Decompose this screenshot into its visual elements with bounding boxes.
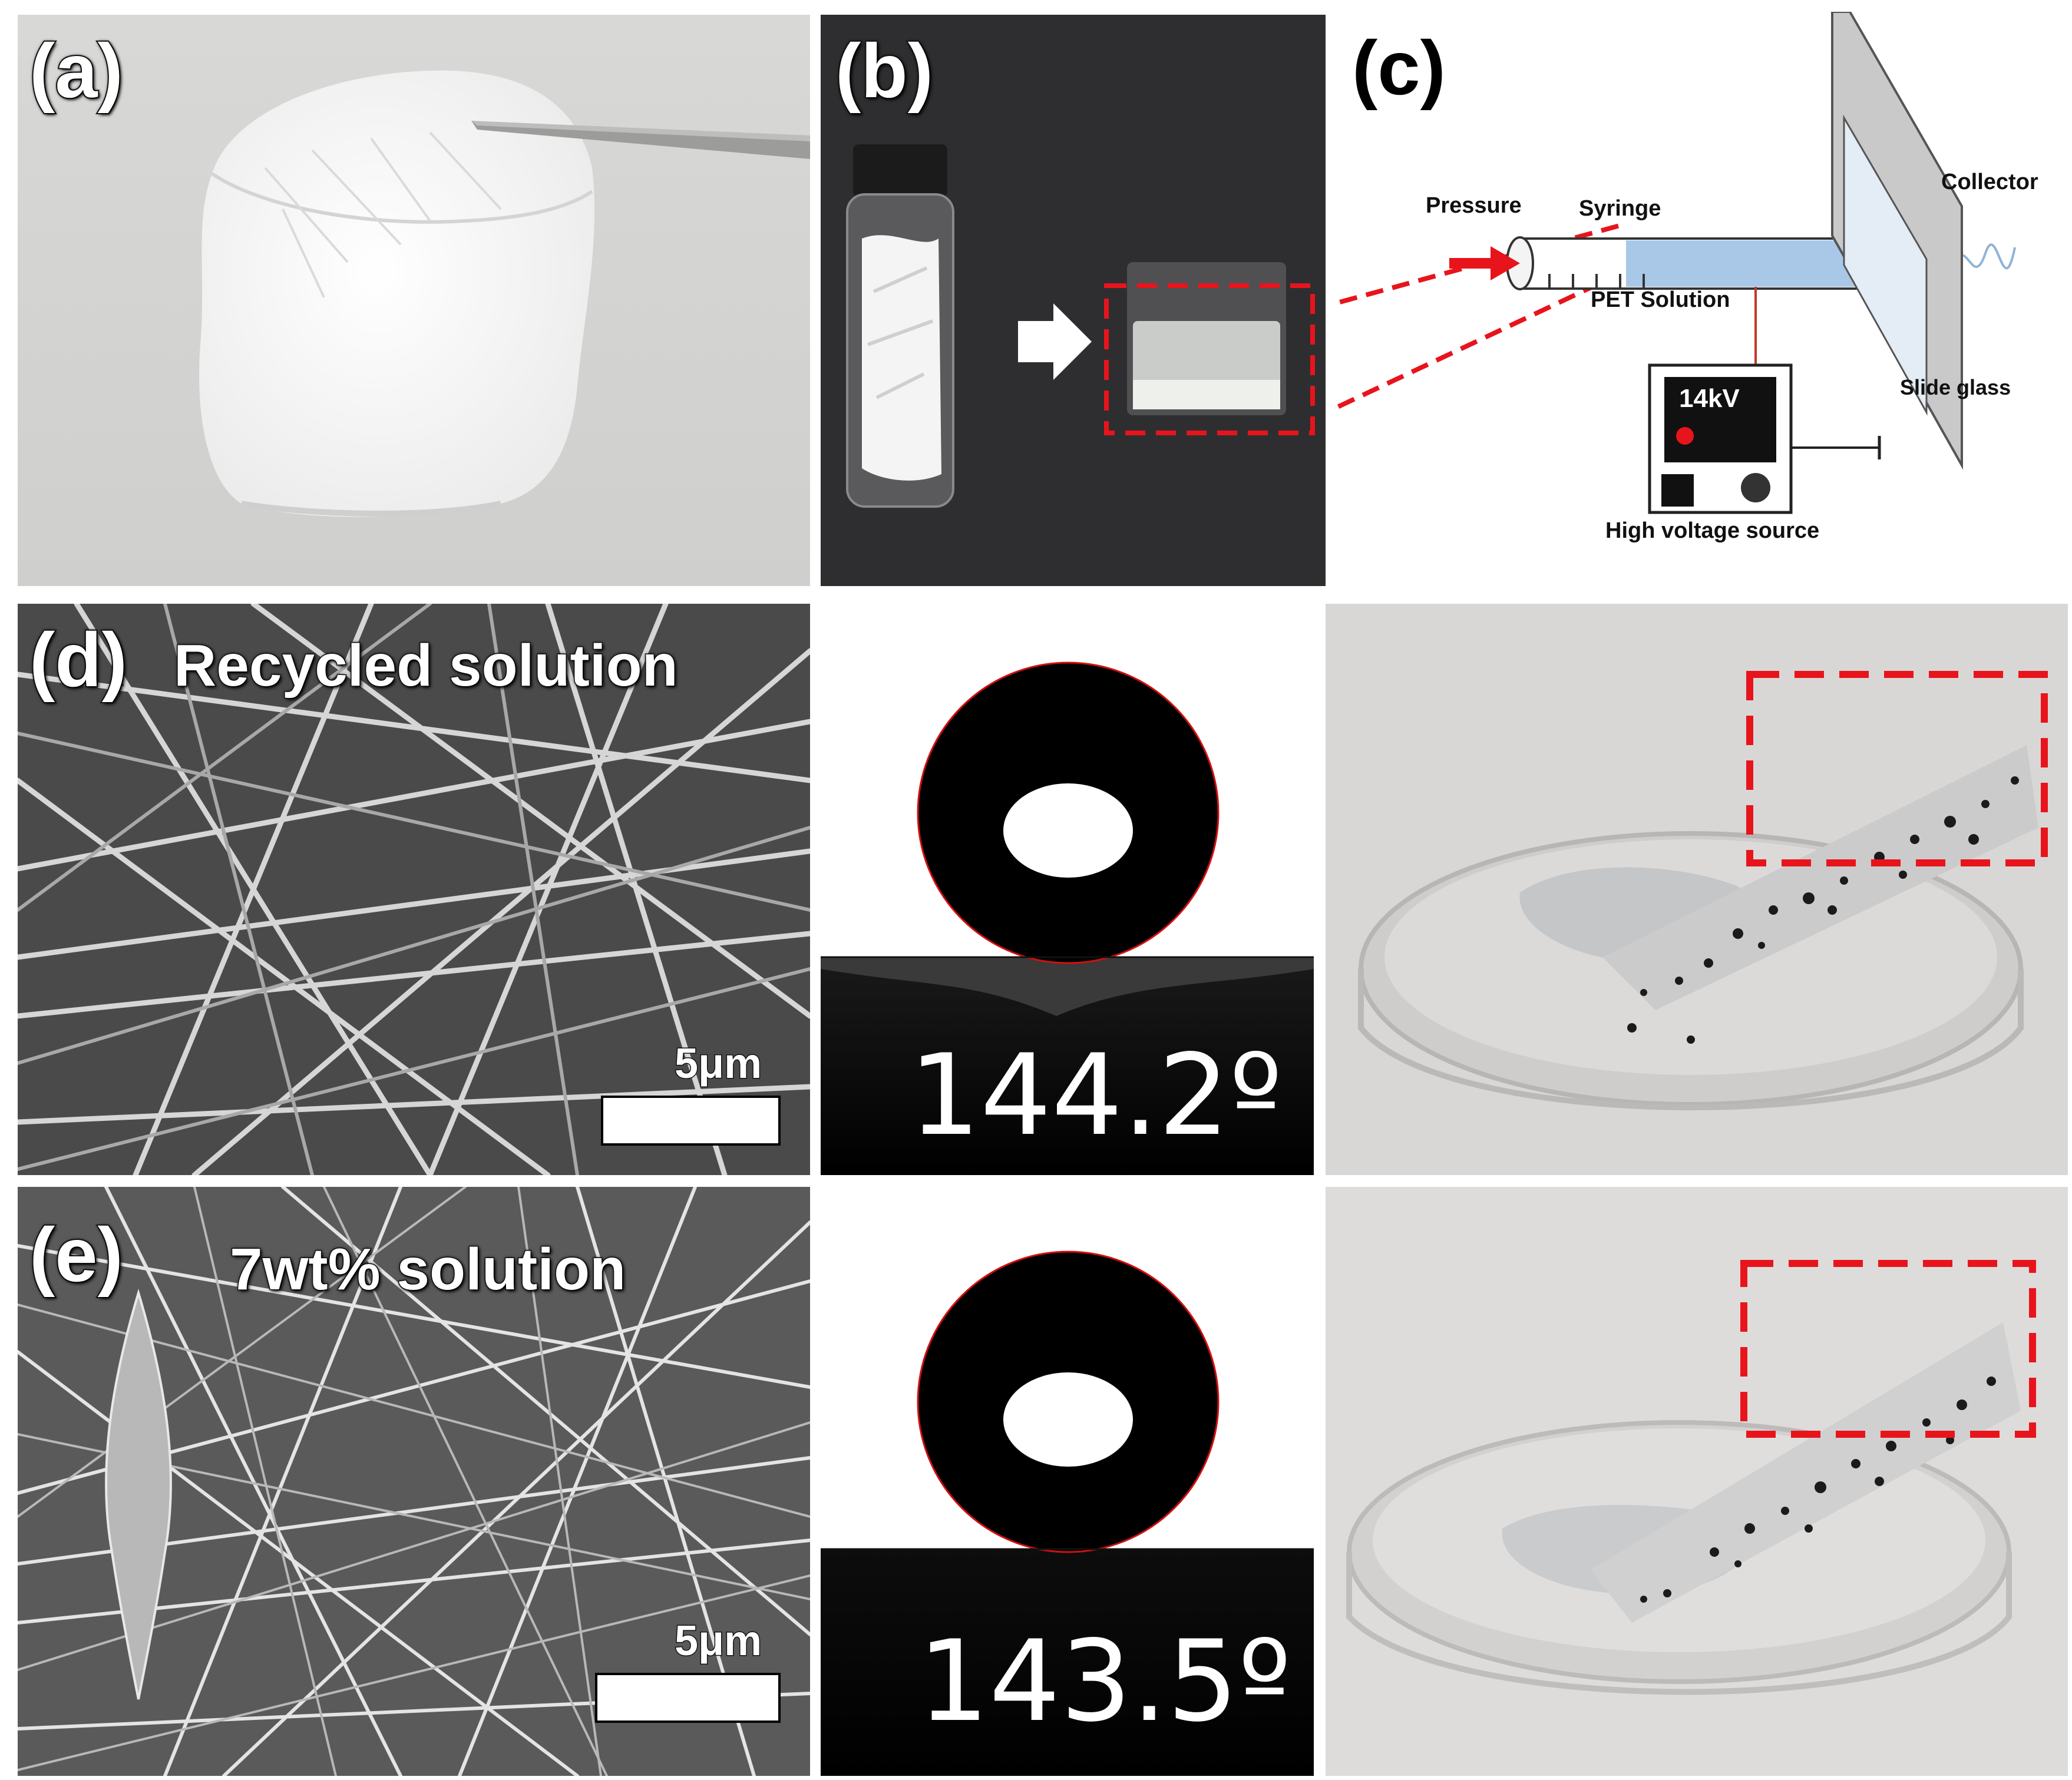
panel-b-label: (b) [834,28,934,114]
panel-e-droplet: 143.5º [821,1187,1314,1776]
panel-e-scale-label: 5μm [673,1617,762,1665]
zoom-box [1104,283,1315,435]
syringe-label: Syringe [1579,196,1661,221]
pet-solution [1626,240,1873,287]
hv-source-label: High voltage source [1605,518,1820,543]
panel-d-scale-label: 5μm [673,1040,762,1087]
panel-c-diagram: (c) Pressure Syringe PET Solution Collec… [1331,12,2068,589]
pet-film-photo [18,15,810,586]
collector-label: Collector [1941,170,2038,194]
panel-e-sem: (e) 7wt% solution 5μm [18,1187,810,1776]
petri-dish-7wt [1326,1187,2068,1776]
panel-d-caption: Recycled solution [173,633,679,699]
panel-e-caption: 7wt% solution [229,1236,626,1302]
pressure-label: Pressure [1426,193,1522,218]
arrow-icon [1018,303,1092,380]
spindle-bead [105,1289,172,1700]
vial-photo [821,15,1326,586]
vial-cap [853,144,947,197]
zoom-box-d [1746,671,2048,866]
contact-angle-d: 144.2º [909,1030,1283,1160]
slide-glass-label: Slide glass [1900,375,2011,399]
panel-b-photo: (b) [821,15,1326,586]
panel-d-dish [1326,604,2068,1175]
tweezers [471,121,810,159]
contact-angle-droplet-d [821,604,1314,1175]
sem-fibers-7wt [18,1187,810,1776]
contact-angle-droplet-e [821,1187,1314,1776]
petri-dish-recycled [1326,604,2068,1175]
coated-slide [1591,1322,2021,1623]
contact-angle-e: 143.5º [918,1616,1291,1746]
panel-a-photo: (a) [18,15,810,586]
panel-d-label: (d) [28,617,128,703]
zoom-box-e [1740,1260,2036,1438]
electrospinning-setup [1331,12,2016,514]
voltage-readout: 14kV [1679,384,1740,413]
panel-d-droplet: 144.2º [821,604,1314,1175]
panel-d-scale-bar [601,1096,781,1146]
panel-e-scale-bar [595,1673,781,1723]
panel-e-dish [1326,1187,2068,1776]
pet-solution-label: PET Solution [1591,287,1730,312]
panel-d-sem: (d) Recycled solution 5μm [18,604,810,1175]
pressure-arrow [1449,246,1520,280]
panel-e-label: (e) [28,1212,124,1298]
sem-fibers-recycled [18,604,810,1175]
pet-film [199,70,595,517]
panel-c-label: (c) [1352,25,1446,111]
panel-a-label: (a) [28,28,124,114]
coated-slide [1602,745,2038,1010]
